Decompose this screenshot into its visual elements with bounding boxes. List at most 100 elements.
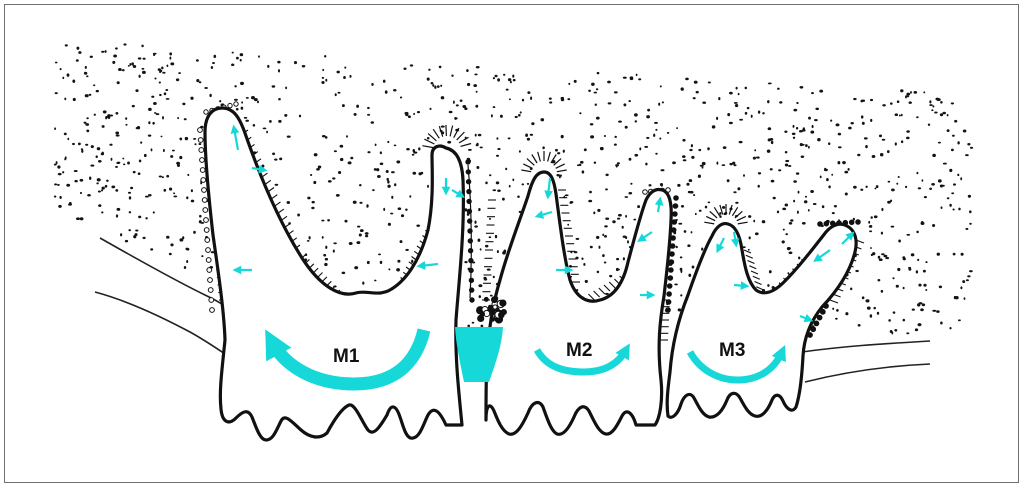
stipple-dot xyxy=(513,79,516,82)
socket-dot xyxy=(818,222,823,227)
stipple-dot xyxy=(80,217,84,220)
stipple-dot xyxy=(466,69,468,72)
stipple-dot xyxy=(324,55,326,58)
stipple-dot xyxy=(739,119,743,121)
stipple-dot xyxy=(367,114,370,116)
stipple-dot xyxy=(870,216,872,219)
stipple-dot xyxy=(570,201,573,203)
stipple-dot xyxy=(952,209,954,211)
stipple-dot xyxy=(923,270,926,273)
stipple-dot xyxy=(251,96,255,99)
stipple-dot xyxy=(447,141,451,144)
stipple-dot xyxy=(138,216,141,219)
socket-dot xyxy=(811,327,816,332)
stipple-dot xyxy=(614,136,616,138)
stipple-dot xyxy=(98,190,101,192)
stipple-dot xyxy=(490,295,493,297)
stipple-dot xyxy=(141,45,143,48)
stipple-dot xyxy=(173,192,175,194)
socket-dot xyxy=(817,315,822,320)
stipple-dot xyxy=(960,177,962,180)
stipple-dot xyxy=(845,192,848,195)
stipple-dot xyxy=(788,247,791,250)
stipple-dot xyxy=(769,270,772,273)
stipple-dot xyxy=(130,187,133,189)
stipple-dot xyxy=(190,97,193,100)
stipple-dot xyxy=(894,329,897,332)
stipple-dot xyxy=(813,203,817,205)
stipple-dot xyxy=(133,171,136,173)
stipple-dot xyxy=(132,105,135,107)
stipple-dot xyxy=(596,117,600,120)
stipple-dot xyxy=(418,147,420,150)
stipple-dot xyxy=(325,79,327,82)
stipple-dot xyxy=(383,80,386,83)
stipple-dot xyxy=(232,52,234,54)
stipple-dot xyxy=(595,104,597,106)
stipple-dot xyxy=(828,142,830,145)
stipple-dot xyxy=(165,89,168,91)
stipple-dot xyxy=(86,130,89,133)
stipple-dot xyxy=(920,308,924,311)
hatch-stroke xyxy=(755,282,762,285)
stipple-dot xyxy=(733,191,736,193)
stipple-dot xyxy=(777,88,780,90)
stipple-dot xyxy=(805,196,807,198)
stipple-dot xyxy=(57,165,60,168)
stipple-dot xyxy=(353,201,357,204)
stipple-dot xyxy=(269,120,272,123)
stipple-dot xyxy=(241,107,244,110)
stipple-dot xyxy=(947,129,950,132)
stipple-dot xyxy=(565,194,569,196)
stipple-dot xyxy=(318,166,322,169)
stipple-dot xyxy=(899,115,901,117)
stipple-dot xyxy=(812,125,814,128)
hatch-stroke xyxy=(422,146,433,148)
stipple-dot xyxy=(660,183,663,186)
stipple-dot xyxy=(637,205,640,208)
stipple-dot xyxy=(918,284,921,287)
stipple-dot xyxy=(906,332,909,334)
stipple-dot xyxy=(688,274,691,277)
stipple-dot xyxy=(170,57,172,60)
stipple-dot xyxy=(201,255,203,257)
stipple-dot xyxy=(561,98,565,101)
stipple-dot xyxy=(278,98,281,100)
stipple-dot xyxy=(383,208,385,211)
stipple-dot xyxy=(342,104,345,107)
stipple-dot xyxy=(231,63,234,66)
stipple-dot xyxy=(103,110,107,113)
stipple-dot xyxy=(313,181,316,184)
stipple-dot xyxy=(115,47,118,49)
stipple-dot xyxy=(185,137,188,140)
stipple-dot xyxy=(661,169,665,171)
stipple-dot xyxy=(431,82,434,84)
stipple-dot xyxy=(410,64,413,66)
stipple-dot xyxy=(123,163,125,165)
stipple-dot xyxy=(299,115,301,118)
stipple-dot xyxy=(102,125,105,128)
stipple-dot xyxy=(312,201,315,204)
stipple-dot xyxy=(201,222,205,224)
stipple-dot xyxy=(869,230,872,232)
stipple-dot xyxy=(69,202,72,205)
socket-dot xyxy=(814,321,819,326)
stipple-dot xyxy=(508,137,511,139)
stipple-dot xyxy=(267,65,269,68)
stipple-dot xyxy=(138,172,141,175)
stipple-dot xyxy=(784,131,787,133)
stipple-dot xyxy=(102,152,104,154)
stipple-dot xyxy=(579,112,581,114)
stipple-dot xyxy=(789,252,793,255)
stipple-dot xyxy=(115,166,118,168)
stipple-dot xyxy=(161,136,163,138)
stipple-dot xyxy=(478,239,481,242)
hatch-stroke xyxy=(461,144,472,147)
hatch-stroke xyxy=(704,222,714,224)
stipple-dot xyxy=(489,218,491,220)
stipple-dot xyxy=(496,155,499,157)
stipple-dot xyxy=(193,138,196,140)
socket-dot xyxy=(466,180,470,184)
stipple-dot xyxy=(800,143,803,146)
stipple-dot xyxy=(662,101,664,103)
